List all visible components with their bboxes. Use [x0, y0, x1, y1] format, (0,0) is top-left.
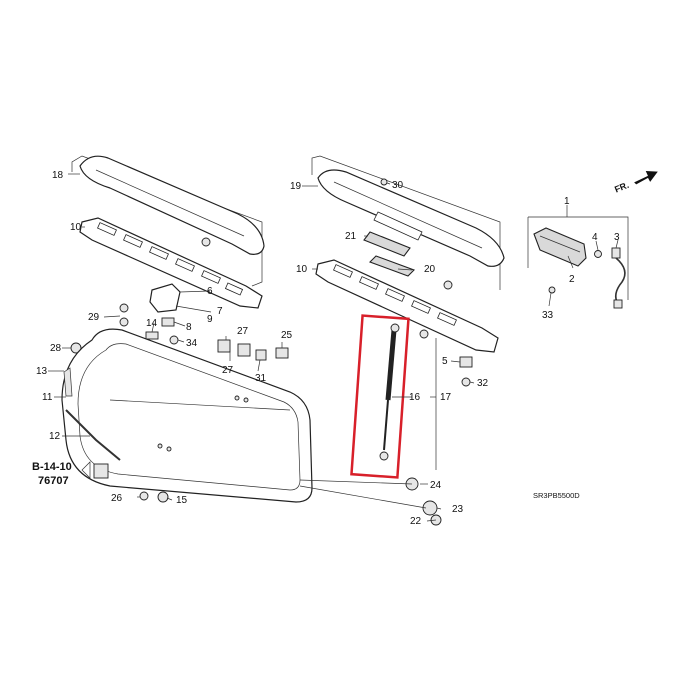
- seal-12: [65, 409, 121, 461]
- cushion-27a: [217, 339, 231, 353]
- screw-33: [548, 286, 556, 294]
- bracket-14: [145, 331, 159, 340]
- callout-label: 5: [442, 356, 448, 367]
- callout-label: 7: [217, 306, 223, 317]
- strut-end-bottom: [379, 451, 389, 461]
- connector: [611, 247, 621, 259]
- group-frame-right: [311, 155, 501, 290]
- callout-label: 22: [410, 516, 422, 527]
- cushion-27b: [237, 343, 251, 357]
- callout-label: 1: [564, 196, 570, 207]
- callout-label: 18: [52, 170, 64, 181]
- nut-29a: [119, 303, 129, 313]
- callout-label: 9: [207, 314, 213, 325]
- lens-gasket: [363, 231, 411, 257]
- bracket-8: [161, 317, 175, 327]
- ref-code-line2: 76707: [38, 475, 69, 487]
- callout-label: 29: [88, 312, 100, 323]
- strut-highlight: [350, 314, 410, 479]
- ball-stud: [419, 329, 429, 339]
- direction-label: FR.: [613, 180, 630, 195]
- callout-label: 3: [614, 232, 620, 243]
- callout-label: 11: [42, 392, 53, 403]
- callout-label: 20: [424, 264, 436, 275]
- brake-lamp: [533, 227, 587, 267]
- callout-label: 2: [569, 274, 575, 285]
- callout-label: 13: [36, 366, 48, 377]
- strut-rod: [383, 399, 389, 451]
- bolt-26: [139, 491, 149, 501]
- callout-label: 19: [290, 181, 302, 192]
- callout-label: 12: [49, 431, 61, 442]
- ref-clip: [93, 463, 109, 479]
- bulb-socket: [594, 250, 602, 258]
- screw-30: [380, 178, 388, 186]
- harness-end: [613, 299, 623, 309]
- bolt-34: [169, 335, 179, 345]
- callout-label: 21: [345, 231, 357, 242]
- callout-label: 24: [430, 480, 442, 491]
- ref-code-line1: B-14-10: [32, 461, 72, 473]
- callout-label: 34: [186, 338, 198, 349]
- lens-cover: [369, 255, 415, 277]
- terminal-d: [166, 446, 172, 452]
- callout-label: 4: [592, 232, 598, 243]
- callout-label: 26: [111, 493, 123, 504]
- hinge: [149, 283, 181, 313]
- direction-arrow-icon: [634, 171, 658, 185]
- tailgate-glass-inner: [77, 343, 301, 491]
- callout-label: 23: [452, 504, 464, 515]
- terminal-b: [243, 397, 249, 403]
- callout-labels: 1 2 3 4 5 6 7 8 9 10 10 11 12 13 14 15 1…: [36, 170, 620, 527]
- strut-cylinder: [385, 329, 397, 401]
- leader-lines: [48, 173, 619, 522]
- clip-5: [459, 356, 473, 368]
- nut-29b: [119, 317, 129, 327]
- spoiler-left-edge: [95, 169, 245, 237]
- callout-label: 31: [255, 373, 267, 384]
- bolt-15: [157, 491, 169, 503]
- callout-label: 15: [176, 495, 188, 506]
- stopper-31: [255, 349, 267, 361]
- callout-label: 33: [542, 310, 554, 321]
- clip-right: [443, 280, 453, 290]
- callout-label: 8: [186, 322, 192, 333]
- tailgate-glass: [61, 328, 313, 503]
- callout-label: 17: [440, 392, 452, 403]
- callout-label: 27: [222, 365, 234, 376]
- lamp-opening: [373, 211, 423, 241]
- strut-end-top: [390, 323, 400, 333]
- defroster-line: [109, 399, 291, 411]
- callout-label: 16: [409, 392, 421, 403]
- spoiler-right-edge: [333, 181, 483, 249]
- ref-arrow-icon: [81, 461, 91, 479]
- callout-label: 14: [146, 318, 158, 329]
- callout-label: 32: [477, 378, 489, 389]
- spoiler-base-left-slots: [97, 222, 244, 296]
- spoiler-left: [79, 155, 265, 255]
- callout-label: 6: [207, 286, 213, 297]
- callout-label: 30: [392, 180, 404, 191]
- grommet-25: [275, 347, 289, 359]
- spoiler-base-right-slots: [333, 264, 457, 326]
- molding-13: [63, 367, 73, 397]
- terminal-a: [234, 395, 240, 401]
- callout-label: 27: [237, 326, 249, 337]
- brake-lamp-line: [539, 235, 581, 253]
- screw-32: [461, 377, 471, 387]
- callout-label: 10: [70, 222, 82, 233]
- drawing-code: SR3PB5500D: [533, 491, 580, 500]
- callout-label: 10: [296, 264, 308, 275]
- clip-left: [201, 237, 211, 247]
- callout-label: 25: [281, 330, 293, 341]
- callout-label: 28: [50, 343, 62, 354]
- terminal-c: [157, 443, 163, 449]
- group-frame-lamp: [528, 216, 629, 300]
- harness: [614, 257, 626, 305]
- spoiler-right: [317, 169, 505, 267]
